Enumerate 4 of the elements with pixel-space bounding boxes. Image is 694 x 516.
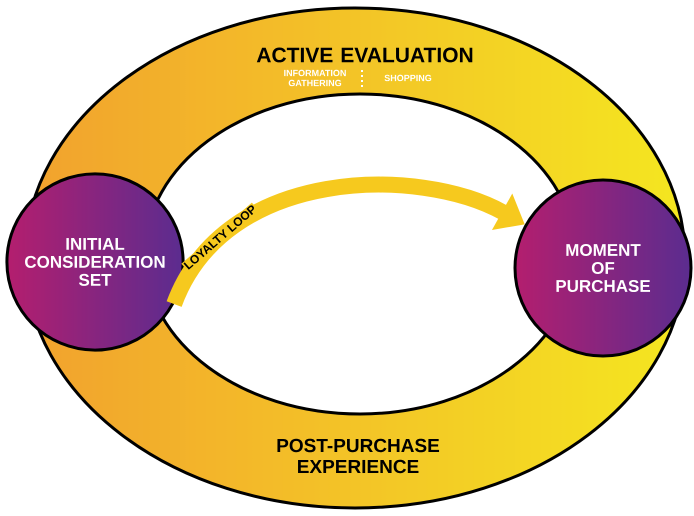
band-title: ACTIVE EVALUATION xyxy=(256,48,472,62)
band-label: SHOPPING xyxy=(384,74,432,82)
band-label: INFORMATION GATHERING xyxy=(284,70,346,86)
band-title: POST-PURCHASE EXPERIENCE xyxy=(277,438,440,474)
